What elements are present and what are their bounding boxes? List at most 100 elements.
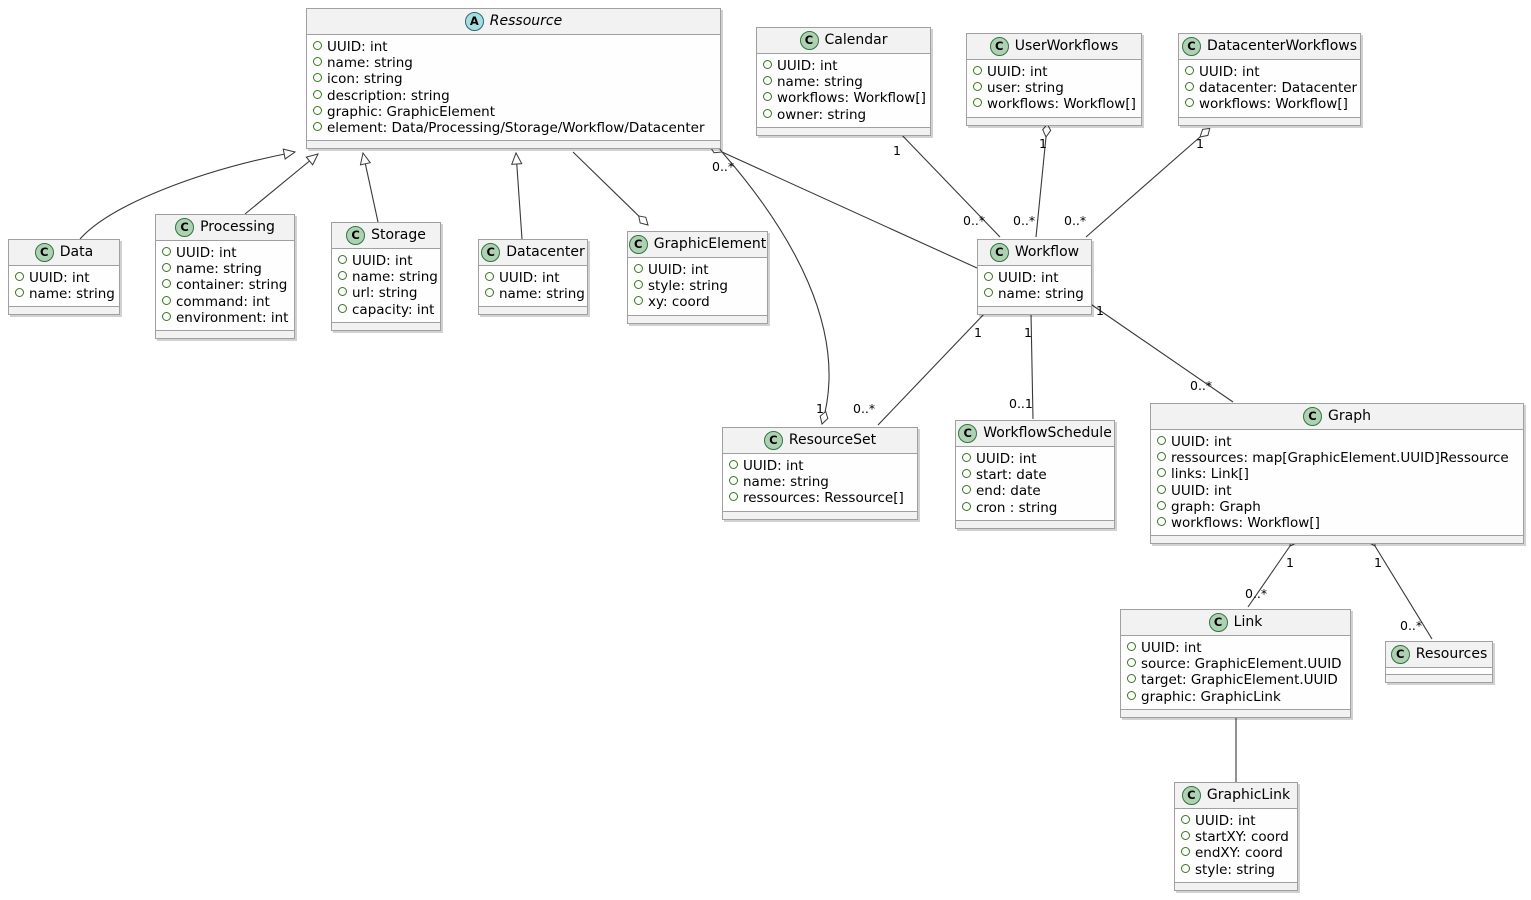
visibility-public-icon [984, 272, 993, 281]
visibility-public-icon [1185, 98, 1194, 108]
visibility-public-icon [729, 492, 738, 502]
attribute-label: UUID: int [976, 451, 1037, 467]
attribute-row: datacenter: Datacenter [1185, 80, 1358, 97]
visibility-public-icon [634, 296, 643, 306]
attribute-row: name: string [338, 269, 438, 285]
attribute-label: name: string [327, 55, 413, 72]
visibility-public-icon [485, 272, 494, 281]
class-icon: C [1390, 644, 1410, 664]
multiplicity-label: 0..1 [1009, 396, 1033, 411]
class-operations-graphiclink [1175, 882, 1297, 890]
attribute-row: endXY: coord [1181, 845, 1291, 861]
class-attributes-resources [1386, 668, 1492, 675]
visibility-public-icon [1185, 82, 1194, 92]
attribute-row: links: Link[] [1157, 466, 1517, 482]
visibility-public-icon [162, 263, 171, 273]
visibility-public-icon [338, 303, 347, 313]
attribute-row: url: string [338, 285, 434, 301]
attribute-label: name: string [352, 269, 438, 286]
attribute-row: source: GraphicElement.UUID [1127, 656, 1344, 672]
class-operations-calendar [757, 127, 930, 135]
attribute-label: UUID: int [987, 64, 1048, 80]
attribute-label: UUID: int [29, 270, 90, 286]
visibility-public-icon [763, 92, 772, 102]
attribute-row: target: GraphicElement.UUID [1127, 672, 1344, 688]
multiplicity-label: 1 [816, 401, 824, 416]
attribute-row: end: date [962, 483, 1108, 499]
attribute-label: xy: coord [648, 294, 710, 311]
attribute-label: command: int [176, 293, 270, 310]
attribute-row: UUID: int [485, 270, 581, 286]
attribute-label: workflows: Workflow[] [777, 90, 926, 107]
class-icon: C [763, 430, 783, 450]
attribute-row: UUID: int [1181, 813, 1291, 829]
visibility-public-icon [763, 60, 772, 69]
class-icon: C [346, 225, 366, 245]
visibility-public-icon [962, 501, 971, 511]
class-name-ressource: Ressource [489, 13, 563, 29]
visibility-public-icon [1157, 484, 1166, 494]
abstract-class-icon: A [464, 11, 484, 31]
multiplicity-label: 0..* [1013, 213, 1036, 228]
attribute-row: workflows: Workflow[] [973, 96, 1136, 112]
attribute-label: user: string [987, 80, 1064, 97]
attribute-label: url: string [352, 285, 418, 302]
visibility-public-icon [162, 247, 171, 256]
visibility-public-icon [1127, 658, 1136, 668]
edge-datacenterworkflows-workflow [1085, 127, 1211, 238]
visibility-public-icon [485, 288, 494, 298]
visibility-public-icon [15, 288, 24, 298]
visibility-public-icon [1157, 468, 1166, 478]
class-operations-link [1121, 709, 1350, 717]
attribute-label: graphic: GraphicElement [327, 103, 496, 120]
attribute-row: ressources: map[GraphicElement.UUID]Ress… [1157, 450, 1517, 466]
attribute-label: source: GraphicElement.UUID [1141, 656, 1342, 673]
attribute-label: graph: Graph [1171, 498, 1261, 515]
class-operations-ressource [307, 141, 720, 149]
visibility-public-icon [984, 288, 993, 298]
attribute-label: workflows: Workflow[] [1171, 515, 1320, 532]
attribute-label: datacenter: Datacenter [1199, 80, 1358, 97]
attribute-label: UUID: int [352, 253, 413, 269]
visibility-public-icon [729, 476, 738, 486]
visibility-public-icon [973, 98, 982, 108]
class-operations-resourceset [723, 511, 917, 519]
attribute-label: end: date [976, 483, 1041, 500]
class-icon: C [989, 36, 1009, 56]
attribute-row: ressources: Ressource[] [729, 490, 911, 506]
visibility-public-icon [313, 41, 322, 50]
edge-datacenter-ressource [511, 151, 523, 240]
attribute-label: name: string [499, 286, 585, 303]
attribute-row: UUID: int [984, 270, 1085, 286]
class-operations-workflow [978, 307, 1091, 315]
attribute-row: graph: Graph [1157, 499, 1517, 515]
attribute-row: start: date [962, 467, 1108, 483]
class-name-processing: Processing [200, 219, 275, 235]
attribute-label: endXY: coord [1195, 845, 1283, 862]
